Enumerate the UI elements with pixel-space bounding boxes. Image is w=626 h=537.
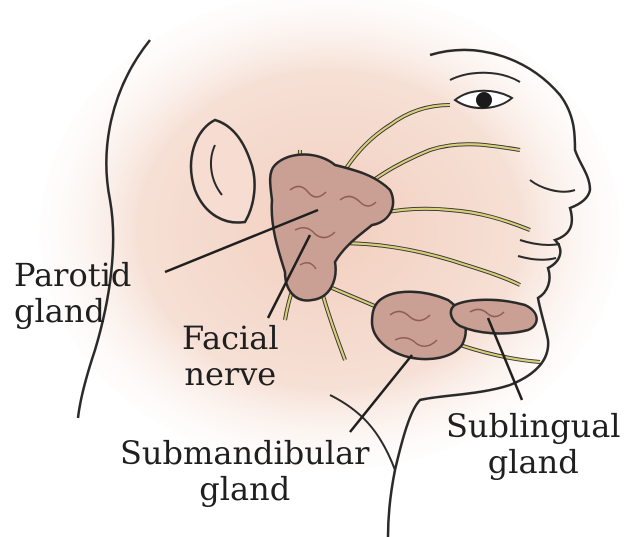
facial-nerve-label: Facial nerve (182, 320, 279, 392)
submandibular-label-line2: gland (120, 471, 369, 507)
parotid-label-line2: gland (14, 293, 131, 329)
facial-label-line1: Facial (182, 320, 279, 356)
sublingual-gland-shape (451, 300, 537, 334)
parotid-label-line1: Parotid (14, 257, 131, 293)
parotid-gland-label: Parotid gland (14, 257, 131, 329)
sublingual-label-line2: gland (446, 444, 621, 480)
submandibular-label-line1: Submandibular (120, 435, 369, 471)
facial-label-line2: nerve (182, 356, 279, 392)
submandibular-gland-label: Submandibular gland (120, 435, 369, 507)
sublingual-gland-label: Sublingual gland (446, 408, 621, 480)
sublingual-label-line1: Sublingual (446, 408, 621, 444)
